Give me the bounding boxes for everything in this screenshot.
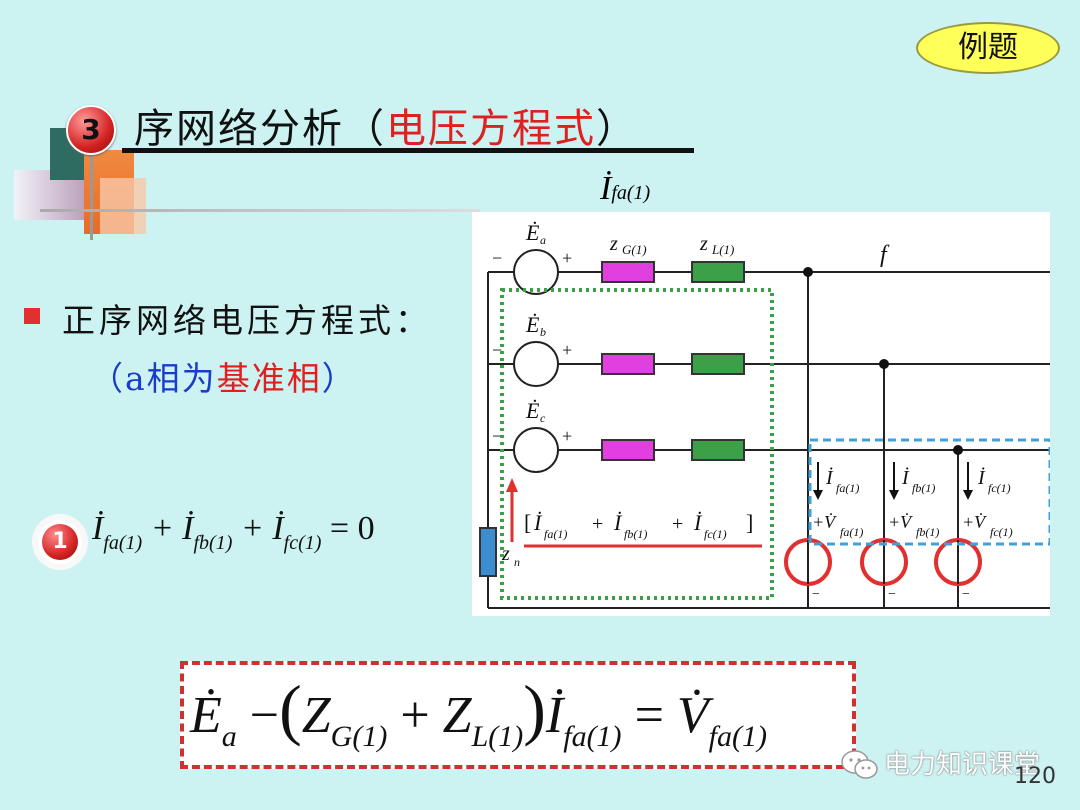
- svg-text:−: −: [962, 587, 970, 602]
- svg-text:İ: İ: [613, 510, 623, 535]
- svg-text:İ: İ: [533, 510, 543, 535]
- svg-text:fb(1): fb(1): [916, 525, 939, 539]
- svg-text:+V̇: +V̇: [812, 511, 837, 532]
- svg-text:fa(1): fa(1): [840, 525, 863, 539]
- svg-text:Ė: Ė: [525, 220, 540, 245]
- decor-vertical-line: [90, 120, 93, 240]
- page-title: 序网络分析（电压方程式）: [134, 96, 638, 154]
- title-underline: [122, 148, 694, 153]
- svg-text:c: c: [540, 411, 546, 425]
- wechat-icon: [841, 750, 878, 779]
- svg-text:n: n: [514, 555, 520, 569]
- svg-text:G(1): G(1): [622, 242, 647, 257]
- note-highlight: 基准相: [216, 359, 322, 398]
- svg-text:+V̇: +V̇: [888, 511, 913, 532]
- bullet-heading: 正序网络电压方程式：: [62, 301, 432, 340]
- note-open: （a相为: [90, 359, 217, 398]
- svg-text:+: +: [562, 248, 572, 268]
- svg-text:fa(1): fa(1): [836, 481, 859, 495]
- svg-text:fa(1): fa(1): [544, 527, 567, 541]
- section-number-badge: 3: [66, 105, 116, 155]
- svg-text:z: z: [699, 233, 708, 255]
- svg-text:İ: İ: [977, 466, 986, 489]
- decor-horizontal-line: [40, 209, 480, 212]
- svg-text:z: z: [609, 233, 618, 255]
- voltage-equation-box: [180, 661, 856, 769]
- svg-text:fc(1): fc(1): [988, 481, 1011, 495]
- voltage-equation: Ėa −(ZG(1) + ZL(1))İfa(1) = V̇fa(1): [190, 671, 767, 753]
- svg-text:−: −: [812, 587, 820, 602]
- svg-text:−: −: [492, 248, 502, 268]
- svg-text:z: z: [501, 543, 510, 565]
- svg-text:a: a: [540, 233, 546, 247]
- svg-text:L(1): L(1): [711, 242, 734, 257]
- svg-text:]: ]: [746, 510, 753, 535]
- watermark-text: 电力知识课堂: [884, 750, 1041, 780]
- svg-text:İ: İ: [693, 510, 703, 535]
- svg-text:b: b: [540, 325, 546, 339]
- svg-text:f: f: [880, 242, 890, 268]
- svg-text:+: +: [592, 513, 603, 535]
- svg-text:İ: İ: [825, 466, 834, 489]
- svg-text:+: +: [672, 513, 683, 535]
- decor-block-peach: [100, 178, 146, 234]
- svg-text:fb(1): fb(1): [912, 481, 935, 495]
- svg-text:+: +: [562, 426, 572, 446]
- title-close: ）: [596, 106, 638, 152]
- svg-text:Ė: Ė: [525, 398, 540, 423]
- svg-text:İ: İ: [901, 466, 910, 489]
- example-pill[interactable]: 例题: [916, 22, 1060, 74]
- page-number: 120: [1014, 764, 1056, 789]
- top-current-label: İfa(1): [600, 170, 651, 207]
- svg-text:fb(1): fb(1): [624, 527, 647, 541]
- svg-text:fc(1): fc(1): [990, 525, 1013, 539]
- bullet-square-icon: [24, 308, 40, 324]
- equation-number-badge: 1: [38, 520, 82, 564]
- equation-number: 1: [42, 524, 78, 560]
- note-close: ）: [321, 359, 357, 398]
- svg-text:+V̇: +V̇: [962, 511, 987, 532]
- svg-text:−: −: [888, 587, 896, 602]
- title-main: 序网络分析（: [134, 106, 386, 152]
- svg-text:−: −: [492, 426, 502, 446]
- current-sum-equation: İfa(1) + İfb(1) + İfc(1) = 0: [92, 510, 375, 554]
- reference-phase-note: （a相为基准相）: [90, 352, 357, 400]
- svg-text:fc(1): fc(1): [704, 527, 727, 541]
- svg-text:[: [: [524, 510, 531, 535]
- svg-text:+: +: [562, 340, 572, 360]
- title-highlight: 电压方程式: [386, 106, 596, 152]
- svg-text:Ė: Ė: [525, 312, 540, 337]
- svg-text:−: −: [492, 340, 502, 360]
